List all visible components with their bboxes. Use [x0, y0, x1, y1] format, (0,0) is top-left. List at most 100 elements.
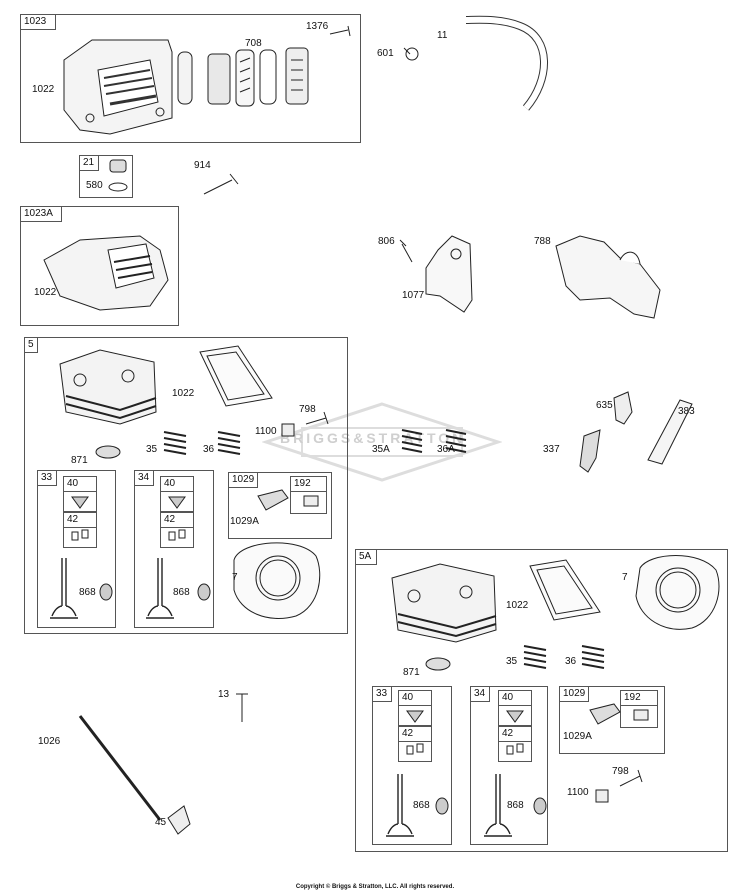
part-label-36a: 36A	[437, 444, 455, 455]
valve-34-b-icon	[484, 774, 512, 837]
group-label-40-d: 40	[498, 690, 532, 706]
head-gasket-1022-icon	[199, 345, 273, 407]
part-label-871-b: 871	[403, 667, 420, 678]
valve-spring-35-b-icon	[523, 645, 547, 669]
group-box-34-a	[134, 470, 214, 628]
part-label-1026: 1026	[38, 736, 61, 747]
keepers-42-a-icon	[71, 529, 89, 541]
valve-34-a-icon	[146, 558, 174, 619]
part-label-798-a: 798	[299, 404, 316, 415]
part-label-35a: 35A	[372, 444, 390, 455]
part-label-1100-a: 1100	[255, 426, 277, 437]
part-label-868-c: 868	[413, 800, 430, 811]
part-label-806: 806	[378, 236, 395, 247]
guide-plate-1100-b-icon	[595, 789, 609, 803]
part-label-1029a-b: 1029A	[563, 731, 592, 742]
retainer-40-b-icon	[168, 496, 186, 509]
part-label-1077: 1077	[402, 290, 425, 301]
group-label-1023a: 1023A	[20, 206, 62, 222]
copyright-notice: Copyright © Briggs & Stratton, LLC. All …	[295, 884, 455, 890]
clamp-601-icon	[403, 47, 419, 61]
group-label-1023: 1023	[20, 14, 56, 30]
bracket-1077-icon	[425, 235, 473, 313]
part-label-1376: 1376	[306, 21, 329, 32]
retainer-40-c-icon	[406, 710, 424, 723]
part-label-7-a: 7	[232, 572, 238, 583]
valve-seal-868-a-icon	[99, 583, 113, 601]
breather-parts-icon	[177, 47, 309, 107]
group-box-34-b	[470, 686, 548, 845]
valve-cover-alt-icon	[43, 235, 169, 311]
ignition-lead-383-icon	[647, 399, 693, 465]
rocker-nut-192-a-icon	[303, 495, 319, 507]
part-label-337: 337	[543, 444, 560, 455]
keepers-42-b-icon	[168, 529, 186, 541]
part-label-35-b: 35	[506, 656, 518, 667]
group-label-42-c: 42	[398, 726, 432, 742]
group-label-21: 21	[79, 155, 99, 171]
part-label-11: 11	[437, 30, 448, 41]
group-label-33-b: 33	[372, 686, 392, 702]
group-label-1029-a: 1029	[228, 472, 258, 488]
group-box-33-b	[372, 686, 452, 845]
part-label-708: 708	[245, 38, 262, 49]
group-box-5a	[355, 549, 728, 852]
rocker-arm-1029a-b-icon	[589, 703, 621, 725]
group-label-42-b: 42	[160, 512, 194, 528]
seal-ring-871-icon	[95, 445, 121, 459]
group-box-1023	[20, 14, 361, 143]
part-label-13: 13	[218, 689, 230, 700]
screw-1376-icon	[329, 25, 351, 37]
group-label-40-b: 40	[160, 476, 194, 492]
cylinder-head-5a-icon	[391, 563, 497, 643]
valve-cover-icon	[63, 39, 173, 135]
part-label-1022-c: 1022	[172, 388, 195, 399]
part-label-871-a: 871	[71, 455, 88, 466]
retainer-40-d-icon	[506, 710, 524, 723]
valve-spring-35-icon	[163, 431, 187, 455]
valve-tappet-45-icon	[167, 805, 191, 835]
brand-watermark-logo	[262, 402, 502, 482]
keepers-42-c-icon	[406, 743, 424, 755]
group-label-34-b: 34	[470, 686, 490, 702]
part-label-868-d: 868	[507, 800, 524, 811]
valve-spring-35a-icon	[401, 429, 423, 453]
part-label-383: 383	[678, 406, 695, 417]
seal-ring-871-b-icon	[425, 657, 451, 671]
bolt-798-icon	[305, 411, 329, 425]
part-label-36-b: 36	[565, 656, 577, 667]
group-label-5: 5	[24, 337, 38, 353]
group-label-192-a: 192	[290, 476, 327, 492]
group-label-40-c: 40	[398, 690, 432, 706]
bolt-914-icon	[203, 173, 239, 195]
group-label-5a: 5A	[355, 549, 377, 565]
part-label-1022-d: 1022	[506, 600, 529, 611]
shroud-788-icon	[555, 235, 661, 319]
spark-plug-boot-635-icon	[613, 391, 633, 425]
part-label-1029a-a: 1029A	[230, 516, 259, 527]
part-label-798-b: 798	[612, 766, 629, 777]
keepers-42-d-icon	[506, 743, 524, 755]
group-box-5	[24, 337, 348, 634]
part-label-788: 788	[534, 236, 551, 247]
part-label-1022-b: 1022	[34, 287, 57, 298]
head-gasket-7-a-icon	[233, 542, 321, 619]
group-box-1029-b	[559, 686, 665, 754]
group-box-1029-a	[228, 472, 332, 539]
part-label-868-a: 868	[79, 587, 96, 598]
part-label-601: 601	[377, 48, 394, 59]
push-rod-1026-icon	[78, 715, 162, 821]
rocker-bolt-13-icon	[236, 693, 248, 722]
valve-seal-868-d-icon	[533, 797, 547, 815]
watermark-text: BRIGGS&STRATTON	[280, 430, 466, 446]
valve-33-a-icon	[50, 558, 78, 619]
rocker-nut-192-b-icon	[633, 709, 649, 721]
retainer-40-a-icon	[71, 496, 89, 509]
cylinder-head-icon	[59, 349, 157, 425]
group-label-1029-b: 1029	[559, 686, 589, 702]
group-box-21	[79, 155, 133, 198]
oil-fill-cap-icon	[108, 159, 128, 192]
group-label-192-b: 192	[620, 690, 658, 706]
